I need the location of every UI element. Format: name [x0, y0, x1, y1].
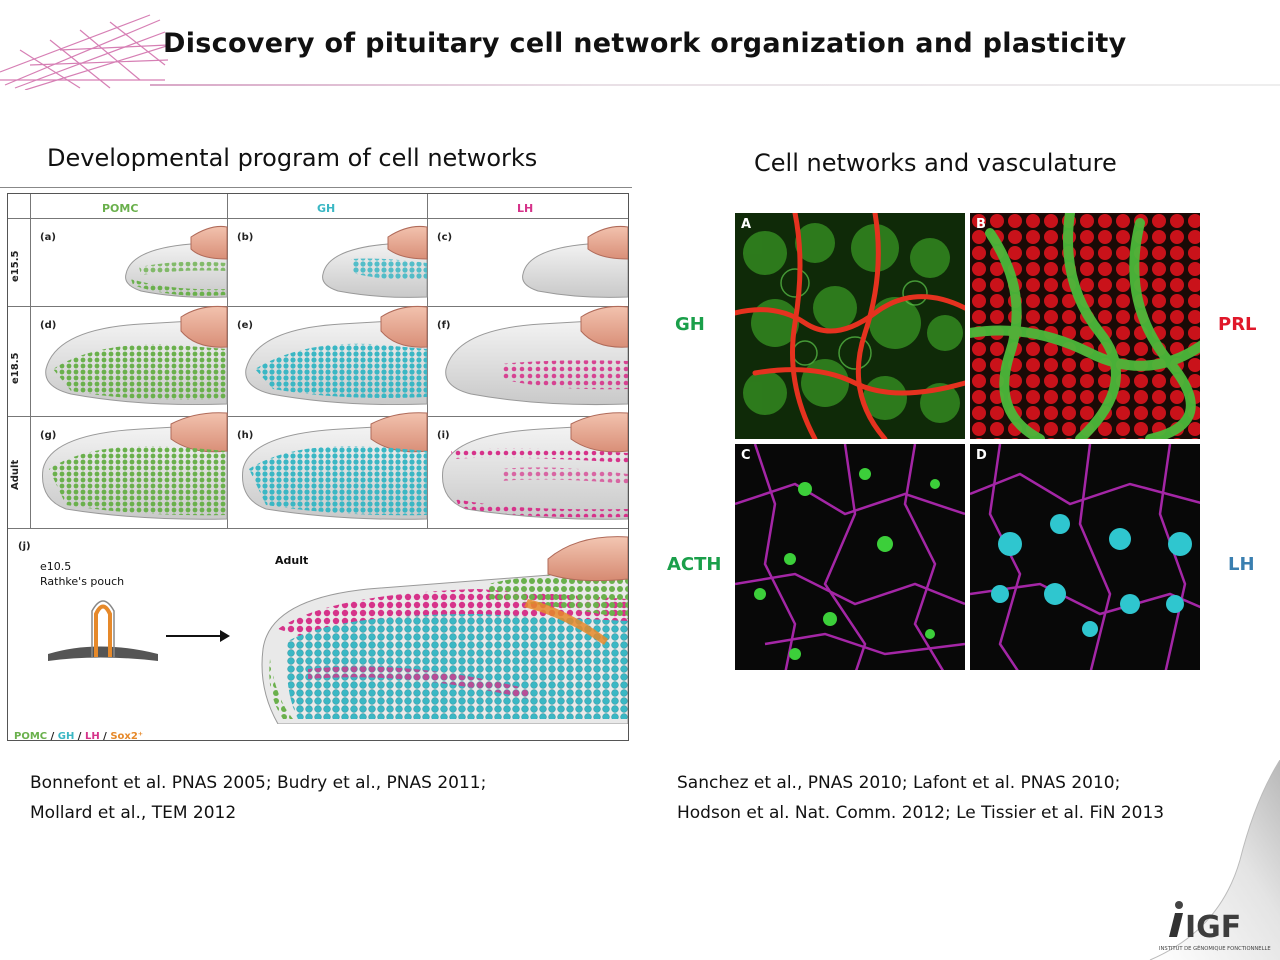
row-header-e18: e18.5 — [10, 352, 21, 384]
micrograph-letter-a: A — [741, 217, 752, 232]
rathkes-pouch-label: Rathke's pouch — [40, 575, 125, 588]
left-subtitle: Developmental program of cell networks — [47, 144, 538, 172]
column-header-lh: LH — [517, 202, 534, 215]
title-underline — [150, 84, 1280, 86]
panel-letter-c: (c) — [437, 232, 453, 243]
micrograph-letter-b: B — [976, 217, 986, 232]
panel-letter-i: (i) — [437, 430, 450, 441]
label-gh: GH — [675, 314, 705, 335]
grid-divider — [8, 218, 628, 219]
panel-letter-d: (d) — [40, 320, 57, 331]
color-legend: POMC / GH / LH / Sox2⁺ — [14, 731, 144, 741]
grid-divider — [8, 306, 628, 307]
page-curl-decoration — [1149, 760, 1280, 960]
micrograph-letter-d: D — [976, 448, 987, 463]
label-acth: ACTH — [667, 554, 722, 575]
panel-f-shape — [445, 306, 628, 406]
panel-d-shape — [45, 306, 228, 406]
right-subtitle: Cell networks and vasculature — [754, 149, 1117, 177]
igf-logo-caption: INSTITUT DE GÉNOMIQUE FONCTIONNELLE — [1159, 944, 1271, 952]
rathkes-pouch-drawing — [48, 600, 158, 661]
panel-letter-j: (j) — [18, 541, 31, 552]
panel-b-shape — [322, 226, 428, 298]
legend-sox2: Sox2⁺ — [110, 731, 144, 741]
adult-gland-drawing — [261, 536, 628, 724]
panel-i-shape — [441, 412, 628, 520]
adult-label: Adult — [275, 554, 309, 567]
panel-j-illustration — [48, 536, 628, 724]
reference-line: Bonnefont et al. PNAS 2005; Budry et al.… — [30, 773, 487, 793]
panel-h-shape — [241, 412, 428, 520]
panel-letter-a: (a) — [40, 232, 56, 243]
slide-title: Discovery of pituitary cell network orga… — [163, 28, 1127, 59]
column-header-gh: GH — [317, 202, 336, 215]
igf-logo: IGF INSTITUT DE GÉNOMIQUE FONCTIONNELLE — [1155, 895, 1275, 955]
reference-line: Sanchez et al., PNAS 2010; Lafont et al.… — [677, 773, 1121, 793]
panel-letter-f: (f) — [437, 320, 451, 331]
panel-e-shape — [245, 306, 428, 406]
pituitary-reconstruction-grid — [41, 226, 628, 520]
row-header-e15: e15.5 — [10, 250, 21, 282]
panel-letter-e: (e) — [237, 320, 253, 331]
grid-divider — [30, 194, 31, 528]
micrograph-a: A — [735, 213, 965, 439]
left-subtitle-rule — [0, 187, 632, 188]
header-mesh-decoration — [0, 14, 170, 90]
stage-label-e10: e10.5 — [40, 560, 72, 573]
reference-line: Mollard et al., TEM 2012 — [30, 803, 237, 823]
legend-pomc: POMC — [14, 731, 48, 741]
micrograph-d: D — [970, 444, 1200, 670]
panel-letter-h: (h) — [237, 430, 254, 441]
references-left: Bonnefont et al. PNAS 2005; Budry et al.… — [30, 768, 486, 828]
legend-lh: LH — [84, 731, 100, 741]
row-header-adult: Adult — [10, 459, 21, 490]
references-right: Sanchez et al., PNAS 2010; Lafont et al.… — [677, 768, 1164, 828]
igf-logo-mark: IGF — [1185, 910, 1241, 945]
panel-a-shape — [125, 226, 228, 298]
label-prl: PRL — [1218, 314, 1257, 335]
label-lh: LH — [1228, 554, 1255, 575]
micrograph-b: B — [970, 213, 1200, 439]
grid-divider — [8, 528, 628, 529]
panel-c-shape — [522, 226, 628, 298]
vasculature-figure: A B — [735, 213, 1206, 674]
micrograph-letter-c: C — [741, 448, 751, 463]
developmental-figure: POMC GH LH e15.5 e18.5 Adult (a) (b) (c)… — [7, 193, 629, 741]
panel-g-shape — [41, 412, 228, 520]
panel-letter-g: (g) — [40, 430, 57, 441]
panel-letter-b: (b) — [237, 232, 254, 243]
micrograph-c: C — [735, 444, 965, 670]
column-header-pomc: POMC — [102, 202, 139, 215]
grid-divider — [8, 416, 628, 417]
arrow-icon — [166, 630, 230, 642]
reference-line: Hodson et al. Nat. Comm. 2012; Le Tissie… — [677, 803, 1165, 823]
legend-gh: GH — [57, 731, 75, 741]
